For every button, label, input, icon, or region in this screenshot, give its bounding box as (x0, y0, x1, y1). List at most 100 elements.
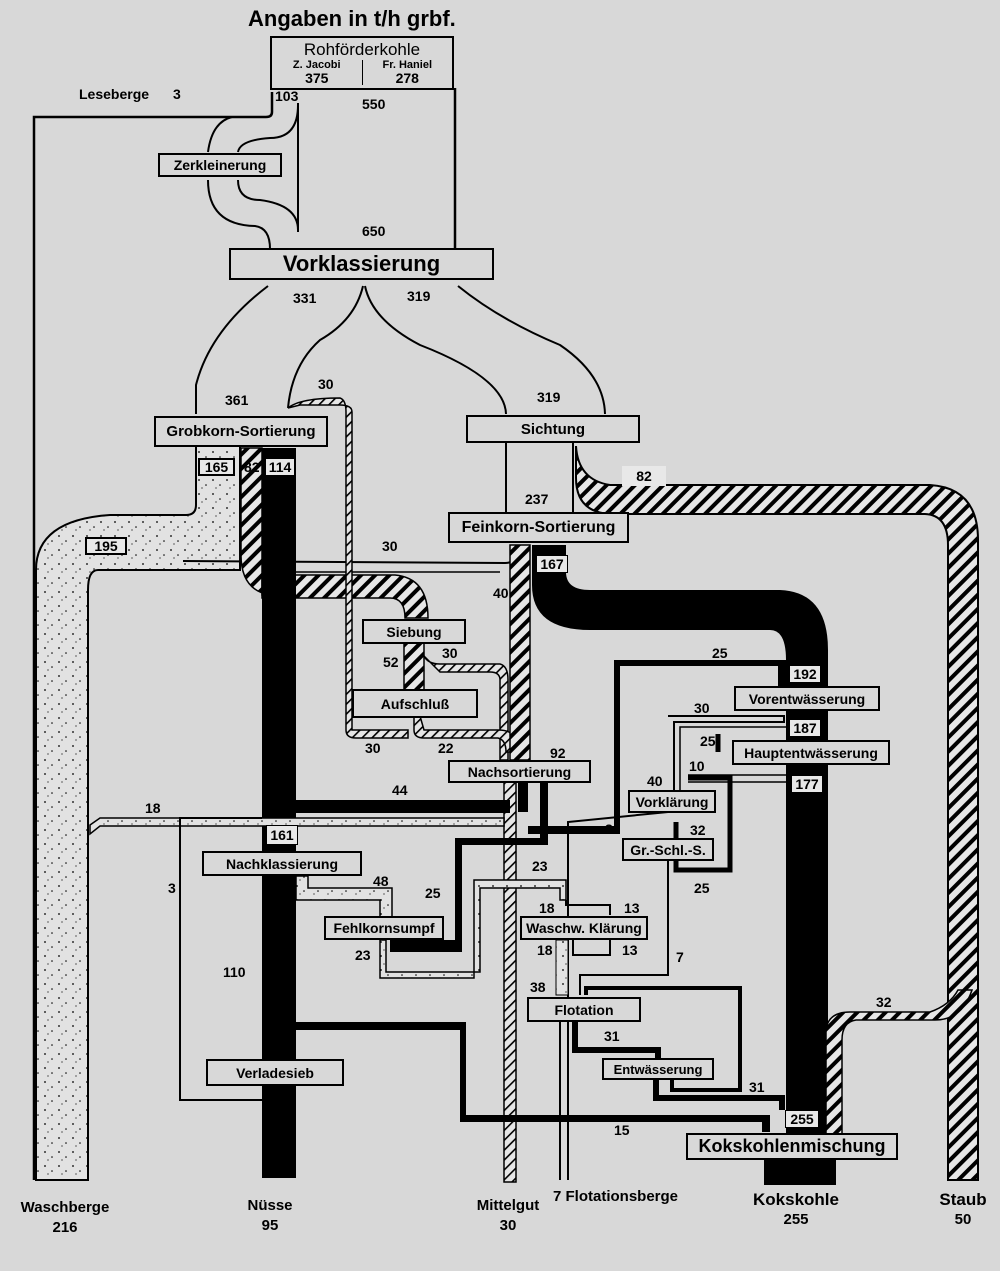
stream-30-loop (287, 397, 409, 739)
output-name: Kokskohle (753, 1190, 839, 1209)
node-zerkleinerung: Zerkleinerung (158, 153, 282, 177)
stream-leseberge (32, 92, 274, 1180)
stream-82-to-siebung (261, 574, 429, 619)
output-value: 255 (783, 1211, 809, 1228)
flow-15: 15 (614, 1122, 630, 1138)
flow-30-aufschluss: 30 (365, 740, 381, 756)
node-vorklaerung: Vorklärung (628, 790, 716, 813)
flow-3: 3 (168, 880, 176, 896)
stream-32-staub (825, 989, 974, 1141)
flow-195: 195 (85, 537, 127, 555)
node-grobkorn-sortierung: Grobkorn-Sortierung (154, 416, 328, 447)
stream-waschberge (35, 444, 241, 1181)
stream-zerkleinerung-out2 (207, 179, 271, 250)
flow-32-staub: 32 (876, 994, 892, 1010)
output-flotationsberge: 7 Flotationsberge (553, 1187, 693, 1207)
flow-110: 110 (223, 964, 246, 980)
stream-167 (532, 545, 828, 1140)
flow-82-grobkorn: 82 (244, 459, 260, 475)
flow-92: 92 (550, 745, 566, 761)
stream-23 (379, 879, 567, 979)
node-rohfoerderkohle: Rohförderkohle Z. Jacobi 375 Fr. Haniel … (270, 36, 454, 90)
flow-22: 22 (438, 740, 454, 756)
output-name: Nüsse (247, 1197, 293, 1214)
flow-187: 187 (789, 719, 821, 737)
flow-32-grschl: 32 (690, 822, 706, 838)
output-nuesse: Nüsse 95 (232, 1196, 308, 1236)
flow-40-vorklaerung: 40 (647, 773, 663, 789)
flow-319-top: 319 (407, 288, 431, 304)
mine-name: Fr. Haniel (382, 59, 433, 71)
output-name: Mittelgut (476, 1197, 540, 1214)
source-name: Rohförderkohle (303, 40, 421, 59)
output-value: 30 (499, 1217, 517, 1234)
diagram-title: Angaben in t/h grbf. (248, 6, 456, 31)
stream-40 (509, 544, 531, 761)
label-leseberge-value: 3 (173, 86, 181, 102)
flow-30-mid: 30 (382, 538, 398, 554)
node-gr-schl-s: Gr.-Schl.-S. (622, 838, 714, 861)
output-value: 216 (52, 1219, 78, 1236)
node-waschw-klaerung: Waschw. Klärung (520, 916, 648, 940)
flow-52: 52 (383, 654, 399, 670)
stream-331-b (287, 285, 364, 409)
flow-82-staub: 82 (622, 466, 666, 486)
node-aufschluss: Aufschluß (352, 689, 478, 718)
flow-255: 255 (785, 1110, 819, 1128)
output-kokskohle: Kokskohle 255 (736, 1190, 856, 1230)
output-waschberge: Waschberge 216 (10, 1198, 120, 1238)
flow-177: 177 (791, 775, 823, 793)
flow-23-fehlkorn: 23 (355, 947, 371, 963)
stream-44 (296, 800, 510, 813)
flow-31-entwaesserung: 31 (749, 1079, 765, 1095)
node-kokskohlenmischung: Kokskohlenmischung (686, 1133, 898, 1160)
flow-550: 550 (362, 96, 386, 112)
node-nachklassierung: Nachklassierung (202, 851, 362, 876)
stream-zerkleinerung-in (237, 104, 299, 153)
flow-25-grschl: 25 (694, 880, 710, 896)
label-leseberge: Leseberge (79, 86, 150, 102)
flow-38: 38 (530, 979, 546, 995)
flow-18-waschw-bottom: 18 (537, 942, 553, 958)
stream-zerkleinerung-out (237, 179, 299, 231)
flow-18: 18 (145, 800, 161, 816)
flow-31-flotation: 31 (604, 1028, 620, 1044)
node-siebung: Siebung (362, 619, 466, 644)
flow-237: 237 (525, 491, 549, 507)
node-sichtung: Sichtung (466, 415, 640, 443)
flow-25-haupt: 25 (700, 733, 716, 749)
flow-30-top: 30 (318, 376, 334, 392)
flow-44: 44 (392, 782, 408, 798)
flow-40: 40 (493, 585, 509, 601)
output-value: 7 (553, 1188, 562, 1205)
output-value: 50 (954, 1211, 972, 1228)
flow-192: 192 (789, 665, 821, 683)
node-vorentwaesserung: Vorentwässerung (734, 686, 880, 711)
flow-30-siebung: 30 (442, 645, 458, 661)
flow-13-waschw-top: 13 (624, 900, 640, 916)
flow-25-fehlkorn: 25 (425, 885, 441, 901)
output-name: Staub (939, 1190, 987, 1209)
output-name: Waschberge (20, 1199, 110, 1216)
stream-319-a (364, 285, 507, 415)
node-hauptentwaesserung: Hauptentwässerung (732, 740, 890, 765)
stream-319-b (457, 285, 606, 415)
mine-value: 278 (395, 70, 419, 86)
node-feinkorn-sortierung: Feinkorn-Sortierung (448, 512, 629, 543)
output-value: 95 (261, 1217, 279, 1234)
flow-114: 114 (265, 458, 295, 476)
node-flotation: Flotation (527, 997, 641, 1022)
flow-167: 167 (536, 555, 568, 573)
flow-161: 161 (266, 825, 298, 845)
node-vorklassierung: Vorklassierung (229, 248, 494, 280)
node-fehlkornsumpf: Fehlkornsumpf (324, 916, 444, 940)
flow-361: 361 (225, 392, 249, 408)
flow-10: 10 (689, 758, 705, 774)
mine-value: 375 (305, 70, 329, 86)
output-name: Flotationsberge (565, 1188, 679, 1205)
stream-331-a (195, 285, 269, 414)
flow-319-sichtung: 319 (537, 389, 561, 405)
flow-650: 650 (362, 223, 386, 239)
flow-103: 103 (275, 88, 299, 104)
